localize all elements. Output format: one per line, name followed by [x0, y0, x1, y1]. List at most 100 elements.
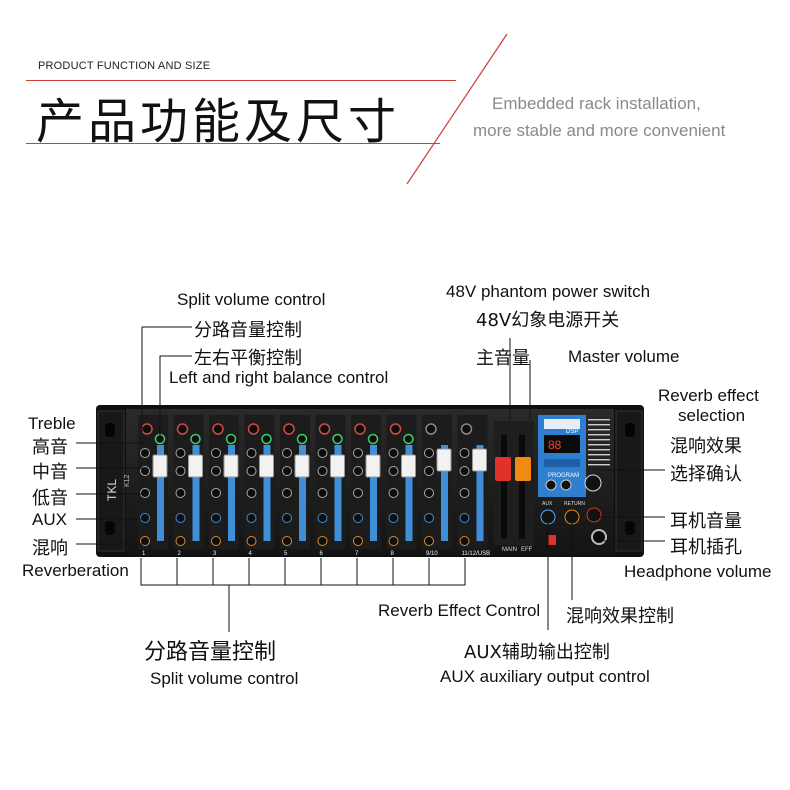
treble-knob[interactable] [388, 448, 399, 458]
program-select-knob[interactable] [584, 474, 602, 492]
channel-number-label: 2 [178, 551, 182, 557]
aux-send-knob[interactable] [388, 513, 399, 523]
aux-send-knob[interactable] [246, 513, 257, 523]
fader-cap[interactable] [330, 454, 345, 478]
gain-knob[interactable] [212, 423, 224, 435]
reverb-send-knob[interactable] [353, 536, 363, 546]
channel-number-label: 9/10 [426, 551, 438, 557]
gain-knob[interactable] [354, 423, 366, 435]
gain-knob[interactable] [425, 423, 437, 435]
page-title: 产品功能及尺寸 [36, 94, 401, 150]
treble-knob[interactable] [175, 448, 186, 458]
bass-knob[interactable] [424, 488, 434, 498]
channel-number-label: 11/12/USB [462, 551, 491, 557]
bass-knob[interactable] [211, 488, 221, 498]
fader-track [263, 445, 271, 541]
reverb-send-knob[interactable] [282, 536, 292, 546]
brand-label: TKL [105, 479, 119, 501]
treble-knob[interactable] [140, 448, 150, 458]
mid-knob[interactable] [424, 466, 434, 476]
phantom-en: 48V phantom power switch [446, 282, 651, 301]
gain-knob[interactable] [176, 423, 189, 435]
balance-knob[interactable] [367, 433, 379, 445]
reverb-send-knob[interactable] [424, 536, 434, 546]
gain-knob[interactable] [247, 423, 260, 435]
fader-cap[interactable] [436, 448, 452, 472]
aux-send-knob[interactable] [211, 513, 221, 523]
aux-send-knob[interactable] [317, 513, 328, 523]
reverb-effect-cn: 混响效果 [670, 436, 742, 457]
mid-knob[interactable] [175, 466, 186, 476]
gain-knob[interactable] [460, 423, 473, 435]
mid-knob[interactable] [388, 466, 399, 476]
mid-cn: 中音 [32, 462, 68, 483]
phantom-power-switch[interactable] [548, 535, 556, 545]
aux-send-knob[interactable] [140, 513, 150, 523]
gain-knob[interactable] [283, 423, 295, 435]
treble-knob[interactable] [353, 448, 363, 458]
treble-knob[interactable] [317, 448, 328, 458]
reverb-send-knob[interactable] [211, 536, 221, 546]
led-display [544, 435, 580, 453]
balance-knob[interactable] [332, 433, 343, 445]
channel-number-label: 7 [355, 551, 359, 557]
gain-knob[interactable] [389, 423, 402, 435]
gain-knob[interactable] [318, 423, 331, 435]
fader-cap[interactable] [401, 454, 416, 478]
aux-send-knob[interactable] [459, 513, 470, 523]
bass-knob[interactable] [388, 488, 399, 498]
fader-cap[interactable] [365, 454, 381, 478]
fader-track [441, 445, 448, 541]
reverb-effect-control-en: Reverb Effect Control [378, 601, 541, 620]
aux-send-knob[interactable] [424, 513, 434, 523]
balance-knob[interactable] [261, 433, 272, 445]
reverb-send-knob[interactable] [246, 536, 257, 546]
balance-knob[interactable] [403, 433, 414, 445]
aux-send-knob[interactable] [175, 513, 186, 523]
treble-knob[interactable] [282, 448, 292, 458]
reverb-send-knob[interactable] [175, 536, 186, 546]
mid-knob[interactable] [317, 466, 328, 476]
headphone-volume-knob[interactable] [586, 507, 602, 523]
bass-knob[interactable] [246, 488, 257, 498]
aux-send-knob[interactable] [353, 513, 363, 523]
bass-knob[interactable] [175, 488, 186, 498]
aux-send-knob[interactable] [282, 513, 292, 523]
balance-knob[interactable] [296, 433, 308, 445]
header-bottom-rule [26, 143, 440, 144]
reverb-send-knob[interactable] [140, 536, 150, 546]
headphone-jack[interactable] [591, 529, 607, 545]
mid-knob[interactable] [282, 466, 292, 476]
reverb-send-knob[interactable] [459, 536, 470, 546]
master-fader-red[interactable] [495, 457, 511, 481]
treble-knob[interactable] [211, 448, 221, 458]
balance-knob[interactable] [225, 433, 237, 445]
reverb-send-knob[interactable] [317, 536, 328, 546]
mid-knob[interactable] [211, 466, 221, 476]
fader-cap[interactable] [223, 454, 239, 478]
channel-number-label: 3 [213, 551, 217, 557]
fader-cap[interactable] [294, 454, 310, 478]
mid-knob[interactable] [459, 466, 470, 476]
treble-knob[interactable] [246, 448, 257, 458]
diagonal-divider [406, 33, 508, 185]
treble-knob[interactable] [424, 448, 434, 458]
mid-knob[interactable] [246, 466, 257, 476]
bass-knob[interactable] [459, 488, 470, 498]
reverb-send-knob[interactable] [388, 536, 399, 546]
treble-knob[interactable] [459, 448, 470, 458]
bass-knob[interactable] [353, 488, 363, 498]
treble-cn: 高音 [32, 437, 68, 458]
header-top-rule [26, 80, 456, 81]
fader-cap[interactable] [152, 454, 168, 478]
master-fader-orange[interactable] [515, 457, 531, 481]
fader-cap[interactable] [259, 454, 274, 478]
balance-knob[interactable] [190, 433, 201, 445]
mid-knob[interactable] [353, 466, 363, 476]
bass-knob[interactable] [317, 488, 328, 498]
fader-cap[interactable] [472, 448, 487, 472]
bass-knob[interactable] [140, 488, 150, 498]
bass-knob[interactable] [282, 488, 292, 498]
mid-knob[interactable] [140, 466, 150, 476]
fader-cap[interactable] [188, 454, 203, 478]
